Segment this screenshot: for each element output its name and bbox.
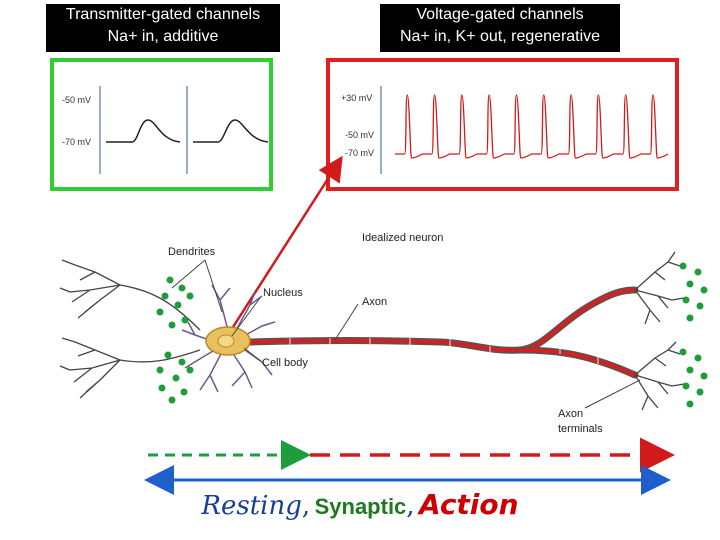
- right-label-minus50: -50 mV: [345, 130, 375, 140]
- caption-action: Action: [419, 488, 519, 521]
- caption-synaptic: Synaptic: [314, 494, 407, 519]
- voltage-gated-title: Voltage-gated channels Na+ in, K+ out, r…: [380, 4, 620, 52]
- axon-label: Axon: [362, 296, 388, 308]
- axon: [246, 286, 639, 379]
- axon-terminal-trees: [634, 251, 685, 411]
- axon-terminals-label-1: Axon: [558, 408, 584, 420]
- soma-to-action-arrow: [224, 155, 343, 339]
- transmitter-gated-title: Transmitter-gated channels Na+ in, addit…: [46, 4, 280, 52]
- dendrites-label: Dendrites: [168, 246, 216, 258]
- left-label-minus70: -70 mV: [62, 137, 92, 147]
- caption-comma-2: ,: [406, 491, 415, 521]
- right-label-plus30: +30 mV: [341, 93, 373, 103]
- caption-resting: Resting: [201, 491, 302, 521]
- left-dendrites: [59, 259, 201, 399]
- voltage-gated-title-line2: Na+ in, K+ out, regenerative: [399, 28, 601, 45]
- right-label-minus70: -70 mV: [345, 148, 375, 158]
- idealized-neuron-label: Idealized neuron: [362, 232, 444, 244]
- voltage-gated-title-line1: Voltage-gated channels: [416, 6, 584, 23]
- neurotransmitter-dots: [156, 262, 708, 408]
- synaptic-potential-panel: [50, 58, 273, 191]
- soma: [205, 326, 251, 356]
- annotation-pointers: [171, 259, 641, 409]
- action-potential-panel: [326, 58, 679, 191]
- cell-body-label: Cell body: [262, 357, 308, 369]
- transmitter-gated-title-line1: Transmitter-gated channels: [65, 6, 261, 23]
- synaptic-traces: [99, 86, 269, 174]
- bottom-caption: Resting, Synaptic, Action: [0, 488, 720, 521]
- left-label-minus50: -50 mV: [62, 95, 92, 105]
- transmitter-gated-title-line2: Na+ in, additive: [107, 28, 219, 45]
- nucleus-label: Nucleus: [263, 287, 303, 299]
- caption-comma-1: ,: [301, 491, 311, 521]
- axon-terminals-label-2: terminals: [558, 423, 603, 435]
- action-potential-traces: [380, 86, 669, 174]
